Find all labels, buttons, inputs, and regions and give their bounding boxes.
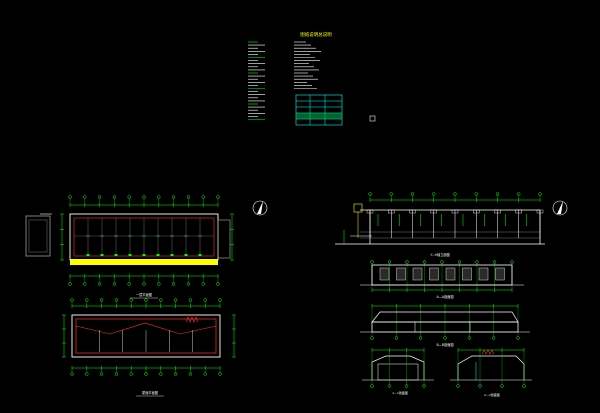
plan-top-label: 一层平面图 xyxy=(136,292,152,297)
north-arrow-icon xyxy=(252,200,268,216)
plan-grid-lines xyxy=(74,218,214,256)
dimension-line-top xyxy=(456,348,526,388)
detail-right-label: 2—2剖面图 xyxy=(484,392,500,397)
floor-plan-top[interactable]: 一层平面图 xyxy=(25,195,234,299)
selection-box-icon[interactable] xyxy=(369,115,376,122)
detail-right[interactable]: 2—2剖面图 xyxy=(450,348,532,397)
elevation-main[interactable]: ①-⑩轴立面图 xyxy=(335,192,545,257)
elevation-2-label: A—A剖面图 xyxy=(436,294,453,299)
detail-left[interactable]: 1—1剖面图 xyxy=(362,348,434,395)
dimension-line-top xyxy=(62,298,236,358)
floor-plan-bottom[interactable]: 屋面平面图 xyxy=(62,298,236,397)
north-arrow-icon xyxy=(552,200,568,216)
dimension-line-top xyxy=(370,348,426,388)
plan-bottom-label: 屋面平面图 xyxy=(142,390,158,395)
plan-grid-lines xyxy=(99,330,193,352)
elevation-2[interactable]: A—A剖面图 xyxy=(360,260,524,299)
dimension-line-bottom xyxy=(70,366,222,376)
elevation-main-label: ①-⑩轴立面图 xyxy=(430,252,450,257)
elevation-3[interactable]: B—B剖面图 xyxy=(360,304,530,347)
dimension-line-top xyxy=(368,192,542,202)
elevation-columns xyxy=(366,209,544,238)
detail-left-label: 1—1剖面图 xyxy=(392,390,408,395)
elevation-3-label: B—B剖面图 xyxy=(436,342,453,347)
dimension-line-top xyxy=(60,195,234,261)
notes-block: 图纸说明总说明 xyxy=(248,31,343,126)
elevation-windows xyxy=(379,267,505,281)
dimension-line-bottom xyxy=(68,274,220,286)
notes-text-lines xyxy=(248,41,321,120)
notes-title: 图纸说明总说明 xyxy=(300,31,332,38)
notes-table xyxy=(295,94,343,126)
